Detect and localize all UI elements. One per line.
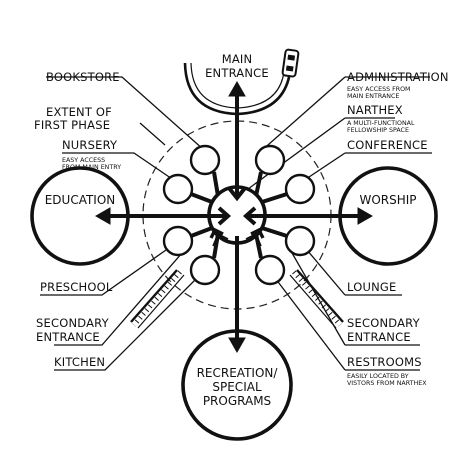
nursery-sub-1: EASY ACCESS: [62, 157, 105, 164]
big-circles: [30, 166, 438, 441]
restrooms-sub-2: VISTORS FROM NARTHEX: [347, 380, 427, 387]
left-arrow-icon: [94, 207, 111, 225]
conference-room: [284, 173, 316, 205]
recreation-label-3: PROGRAMS: [203, 394, 271, 408]
car-icon: [281, 48, 300, 78]
administration-sub-2: MAIN ENTRANCE: [347, 93, 399, 100]
main-entrance-label-2: ENTRANCE: [205, 66, 269, 80]
up-arrow-icon: [228, 80, 246, 97]
preschool-label: PRESCHOOL: [40, 280, 113, 294]
main-entrance-label-1: MAIN: [222, 52, 253, 66]
bookstore-label: BOOKSTORE: [46, 70, 120, 84]
administration-sub-1: EASY ACCESS FROM: [347, 86, 410, 93]
nursery-label: NURSERY: [62, 138, 118, 152]
right-arrow-icon: [357, 207, 374, 225]
preschool-room: [162, 225, 194, 257]
restrooms-label: RESTROOMS: [347, 355, 422, 369]
kitchen-room: [189, 254, 221, 286]
room-circles: [162, 144, 316, 286]
nursery-sub-2: FROM MAIN ENTRY: [62, 164, 121, 171]
administration-room: [254, 144, 286, 176]
secondary-entrance-right-1: SECONDARY: [347, 316, 421, 330]
circulation-arrows: [107, 93, 361, 344]
secondary-entrance-left-1: SECONDARY: [36, 316, 110, 330]
extent-label-1: EXTENT OF: [46, 105, 112, 119]
extent-label-2: FIRST PHASE: [34, 118, 110, 132]
secondary-entrance-left-2: ENTRANCE: [36, 330, 100, 344]
narthex-sub-2: FELLOWSHIP SPACE: [347, 127, 409, 134]
lounge-label: LOUNGE: [347, 280, 396, 294]
recreation-label-2: SPECIAL: [212, 380, 262, 394]
arrow-heads: [94, 80, 374, 354]
restrooms-sub-1: EASILY LOCATED BY: [347, 373, 409, 380]
spokes: [190, 171, 288, 259]
bookstore-room: [189, 144, 221, 176]
narthex-label: NARTHEX: [347, 103, 403, 117]
restrooms-room: [254, 254, 286, 286]
education-label: EDUCATION: [45, 193, 116, 207]
worship-label: WORSHIP: [359, 193, 416, 207]
down-arrow-icon: [228, 337, 246, 354]
narthex-sub-1: A MULTI-FUNCTIONAL: [347, 120, 415, 127]
conference-label: CONFERENCE: [347, 138, 428, 152]
kitchen-label: KITCHEN: [54, 355, 105, 369]
leader-lines: [40, 76, 432, 371]
secondary-entrance-walk-right: [289, 269, 344, 329]
secondary-entrance-right-2: ENTRANCE: [347, 330, 411, 344]
nursery-room: [162, 173, 194, 205]
administration-label: ADMINISTRATION: [347, 70, 449, 84]
recreation-label-1: RECREATION/: [197, 366, 279, 380]
lounge-room: [284, 225, 316, 257]
secondary-entrance-walk-left: [130, 269, 185, 329]
